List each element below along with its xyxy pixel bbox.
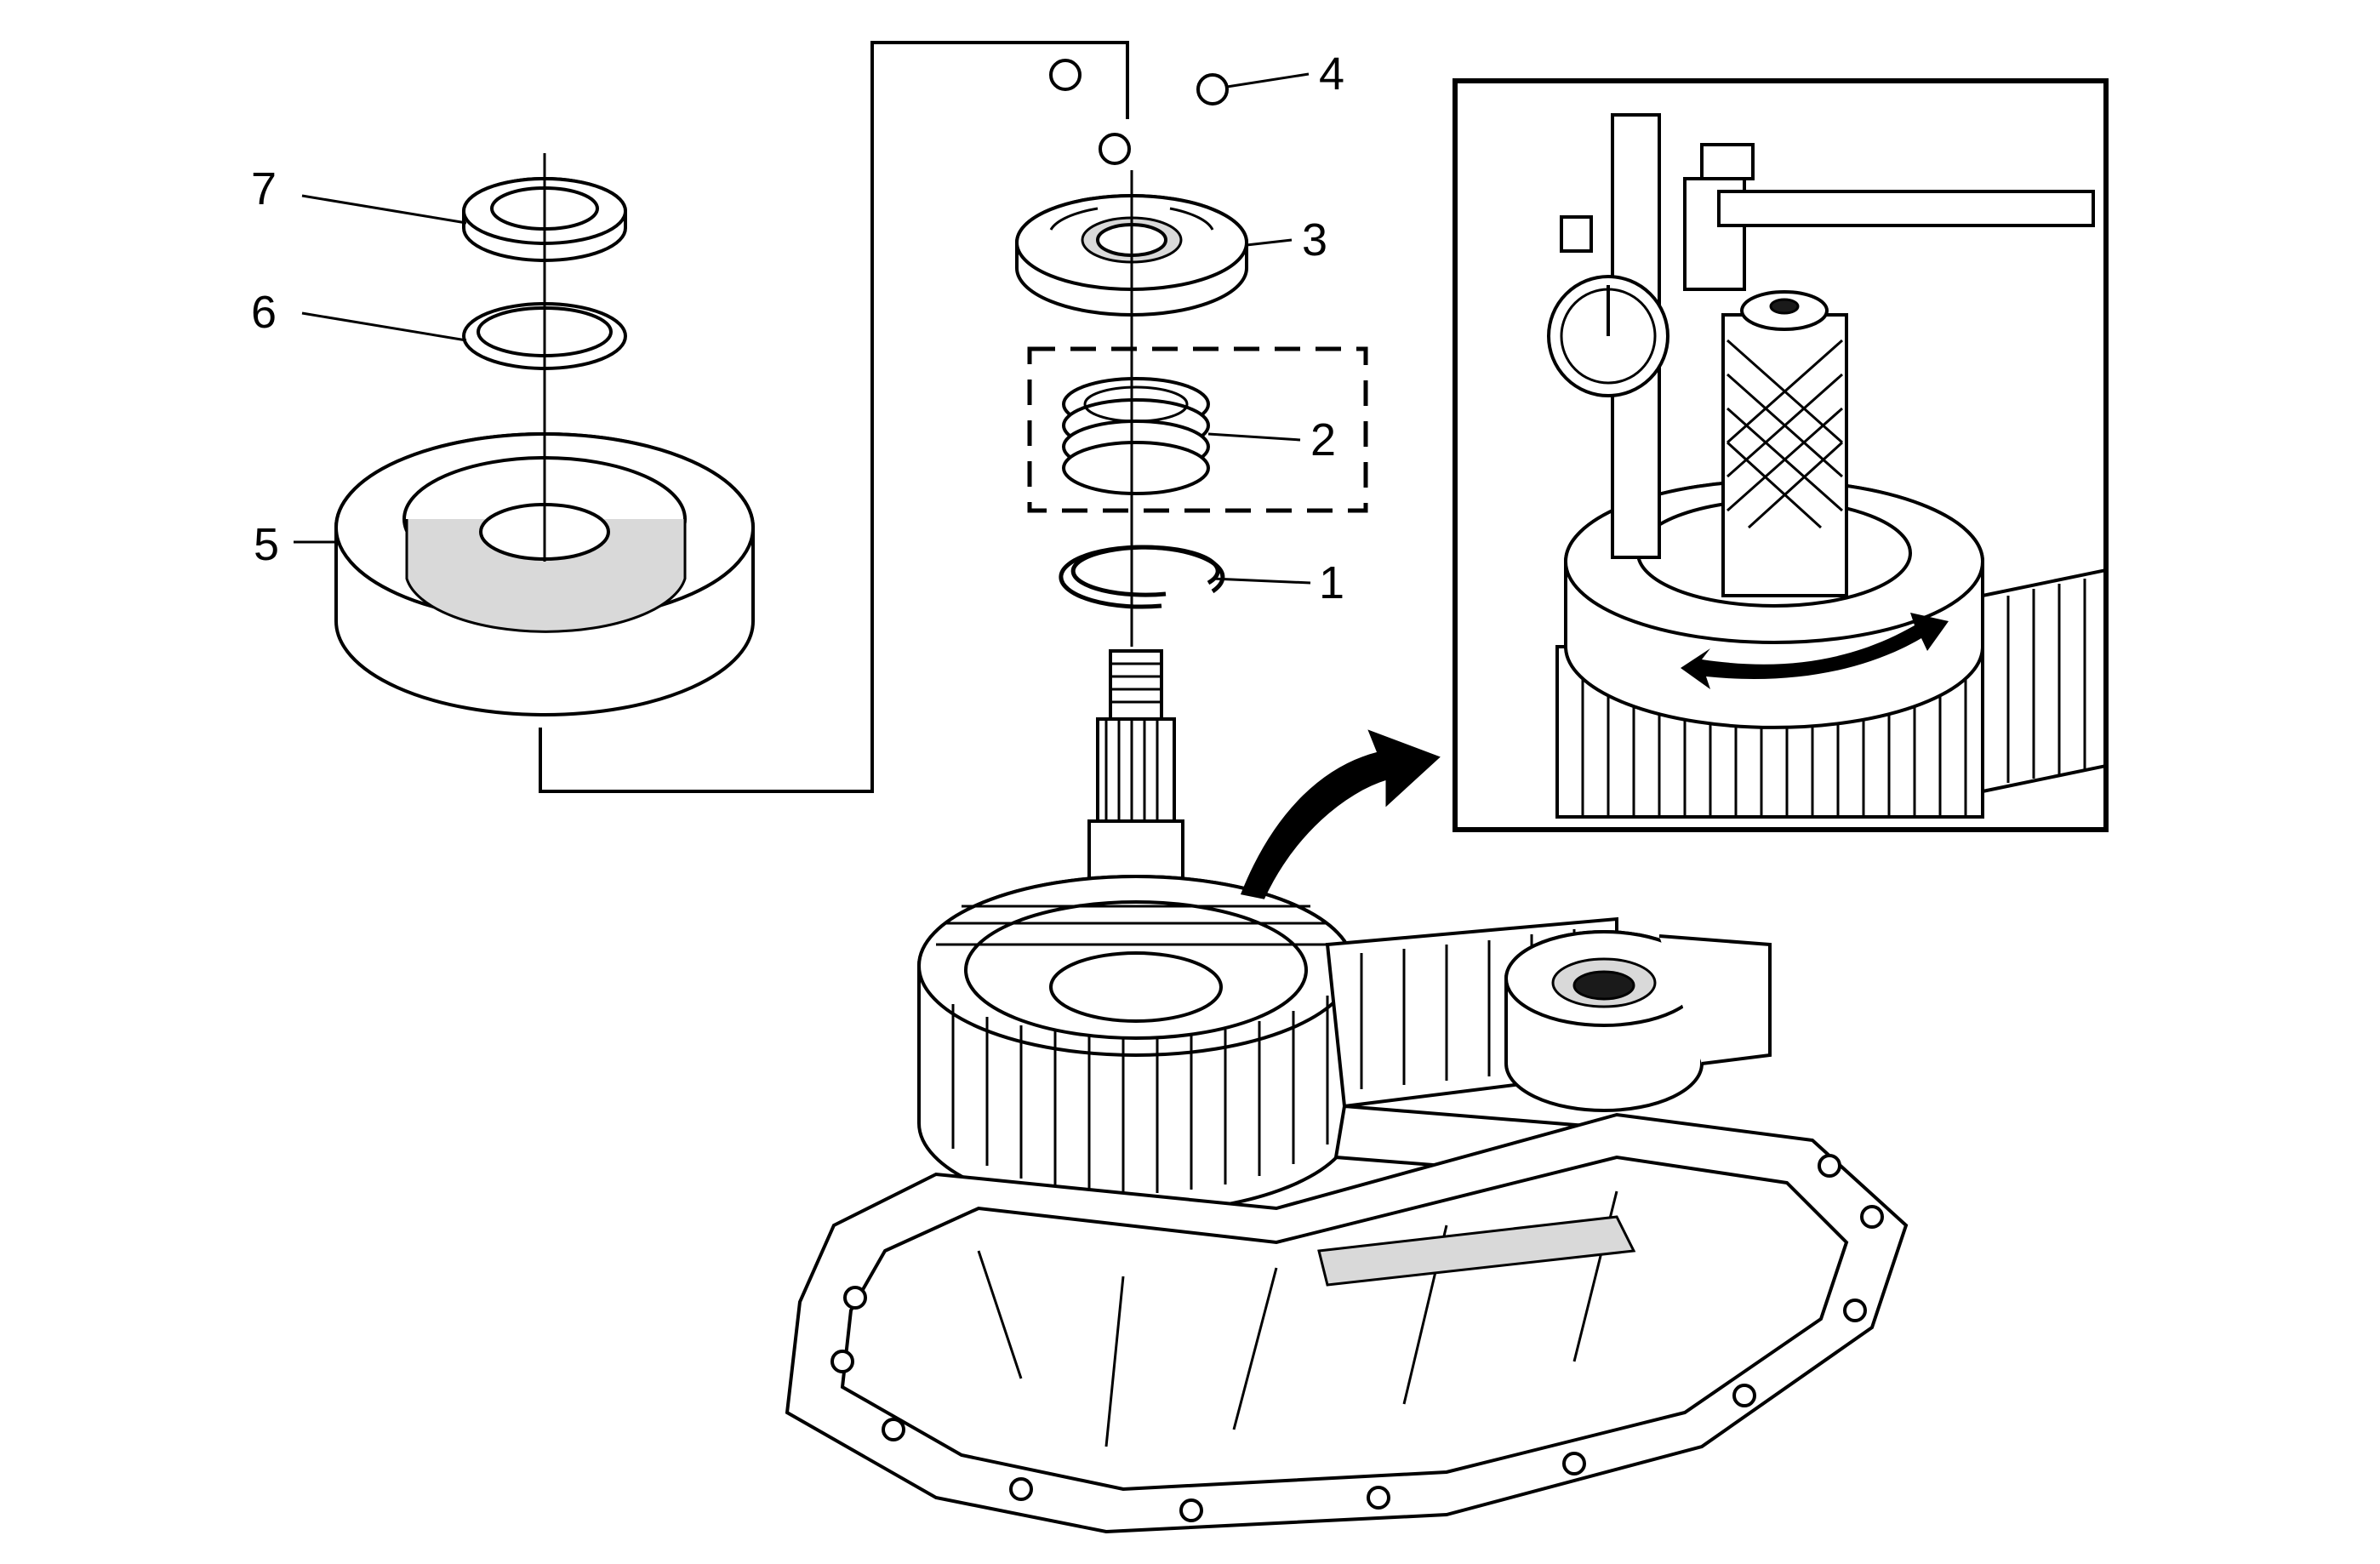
inset-detail (1453, 78, 2109, 832)
part-4-balls (1049, 59, 1229, 165)
case-half-housing (785, 1112, 1909, 1534)
callout-4: 4 (1319, 49, 1344, 100)
connector-bracket (539, 41, 1129, 793)
part-1-snap-ring (1059, 545, 1225, 609)
callout-2: 2 (1310, 414, 1336, 465)
curved-arrow-to-inset (1240, 729, 1441, 899)
callout-3: 3 (1302, 214, 1327, 265)
callout-1: 1 (1319, 557, 1344, 608)
callout-5: 5 (254, 519, 279, 570)
part-5-cup (334, 432, 755, 716)
callout-6: 6 (251, 287, 277, 338)
drive-sprocket (917, 875, 1355, 1214)
driven-sprocket (1504, 930, 1772, 1112)
part-2-spring (1027, 346, 1368, 513)
leader-lines (294, 72, 1311, 585)
callout-7: 7 (251, 163, 277, 214)
